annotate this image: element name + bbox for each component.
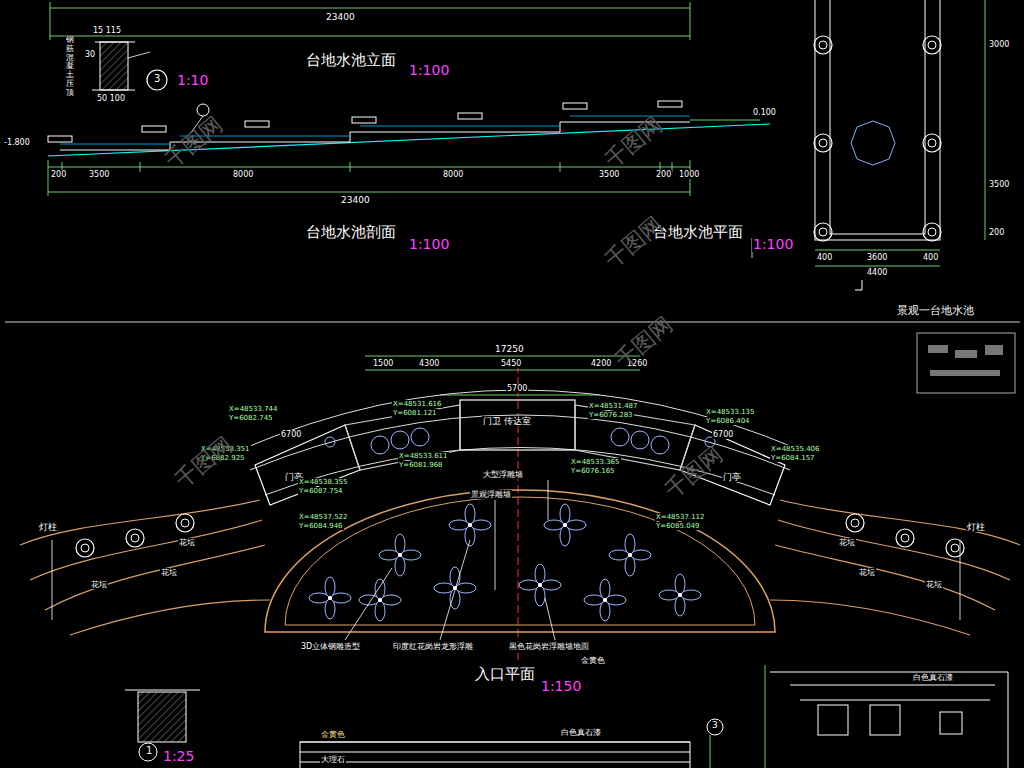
material-note: 印度红花岗岩龙形浮雕 [392,642,474,651]
watermark: 千图网 [160,111,228,174]
coordinate: X=48533.135 [705,408,756,416]
dimension: 1500 [372,359,394,368]
coordinate: X=48535.406 [770,445,821,453]
dimension: 15 115 [92,26,122,35]
dimension: 3500 [88,170,110,179]
dimension: 200 [655,170,672,179]
scale: 1:150 [540,678,582,694]
drawing-title: 台地水池剖面 [305,224,397,241]
material-note: 白色真石漆 [912,673,954,682]
dimension: 17250 [494,344,525,354]
dimension: 3000 [988,40,1010,49]
dimension: 6700 [712,430,734,439]
coordinate: X=48533.744 [228,405,279,413]
dimension: 3600 [866,253,888,262]
dimension: 200 [988,228,1005,237]
dimension: 30 [84,50,96,59]
watermark: 千图网 [600,211,668,274]
material-note: 钢筋混凝土压顶 [66,36,74,98]
part-name: 灯柱 [38,522,58,532]
drawing-title: 景观一台地水池 [896,305,975,318]
dimension: 8000 [442,170,464,179]
drawing-title: 台地水池平面 [652,224,744,241]
scale: 1:100 [408,62,450,78]
coordinate: X=48531.616 [392,400,443,408]
dimension: 23400 [340,195,371,205]
material-note: 大理石 [320,755,346,764]
dimension: 6700 [280,430,302,439]
scale: 1:100 [752,236,794,252]
dimension: 5450 [500,359,522,368]
dimension: 4300 [418,359,440,368]
coordinate: Y=6081.121 [392,409,438,417]
elevation: -1.800 [3,138,31,147]
coordinate: Y=6087.754 [298,487,344,495]
planting-note: 花坛 [178,538,196,547]
scale: 1:100 [408,236,450,252]
dimension: 8000 [232,170,254,179]
planting-note: 花坛 [925,580,943,589]
coordinate: Y=6084.946 [298,522,344,530]
dimension: 400 [816,253,833,262]
material-note: 黑色花岗岩浮雕墙地面 [508,642,590,651]
callout-number: 3 [711,720,719,730]
coordinate: X=48531.487 [588,402,639,410]
dimension: 4200 [590,359,612,368]
callout-number: 3 [153,73,161,85]
planting-note: 花坛 [858,568,876,577]
dimension: 3500 [988,180,1010,189]
coordinate: X=48537.112 [655,513,706,521]
dimension: 5700 [506,384,528,393]
coordinate: Y=6076.165 [570,467,616,475]
planting-note: 花坛 [160,568,178,577]
part-name: 大型浮雕墙 [482,470,524,479]
coordinate: Y=6084.157 [770,454,816,462]
room-name: 门卫 传达室 [482,416,532,426]
scale: 1:10 [176,72,209,88]
dimension: 200 [50,170,67,179]
room-name: 门亭 [722,472,742,482]
watermark: 千图网 [170,431,238,494]
material-note: 金黄色 [320,730,346,739]
coordinate: Y=6085.049 [655,522,701,530]
scale: 1:25 [162,748,195,764]
watermark: 千图网 [660,441,728,504]
dimension: 1000 [678,170,700,179]
planting-note: 花坛 [90,580,108,589]
watermark: 千图网 [600,111,668,174]
callout-number: 1 [145,745,153,757]
coordinate: Y=6086.404 [705,417,751,425]
part-name: 灯柱 [966,522,986,532]
coordinate: X=48537.522 [298,513,349,521]
material-note: 3D立体钢雕造型 [300,642,361,651]
coordinate: Y=6076.283 [588,411,634,419]
elevation: 0.100 [752,108,777,117]
planting-note: 花坛 [838,538,856,547]
dimension: 4400 [866,268,888,277]
dimension: 23400 [325,12,356,22]
drawing-title: 台地水池立面 [305,52,397,69]
drawing-title: 入口平面 [474,666,536,683]
material-note: 白色真石漆 [560,728,602,737]
coordinate: X=48533.365 [570,458,621,466]
coordinate: X=48538.355 [298,478,349,486]
dimension: 50 100 [96,94,126,103]
coordinate: Y=6081.968 [398,461,444,469]
part-name: 景观浮雕墙 [470,490,512,499]
coordinate: X=48533.611 [398,452,449,460]
dimension: 400 [922,253,939,262]
material-note: 金黄色 [580,656,606,665]
coordinate: Y=6082.745 [228,414,274,422]
